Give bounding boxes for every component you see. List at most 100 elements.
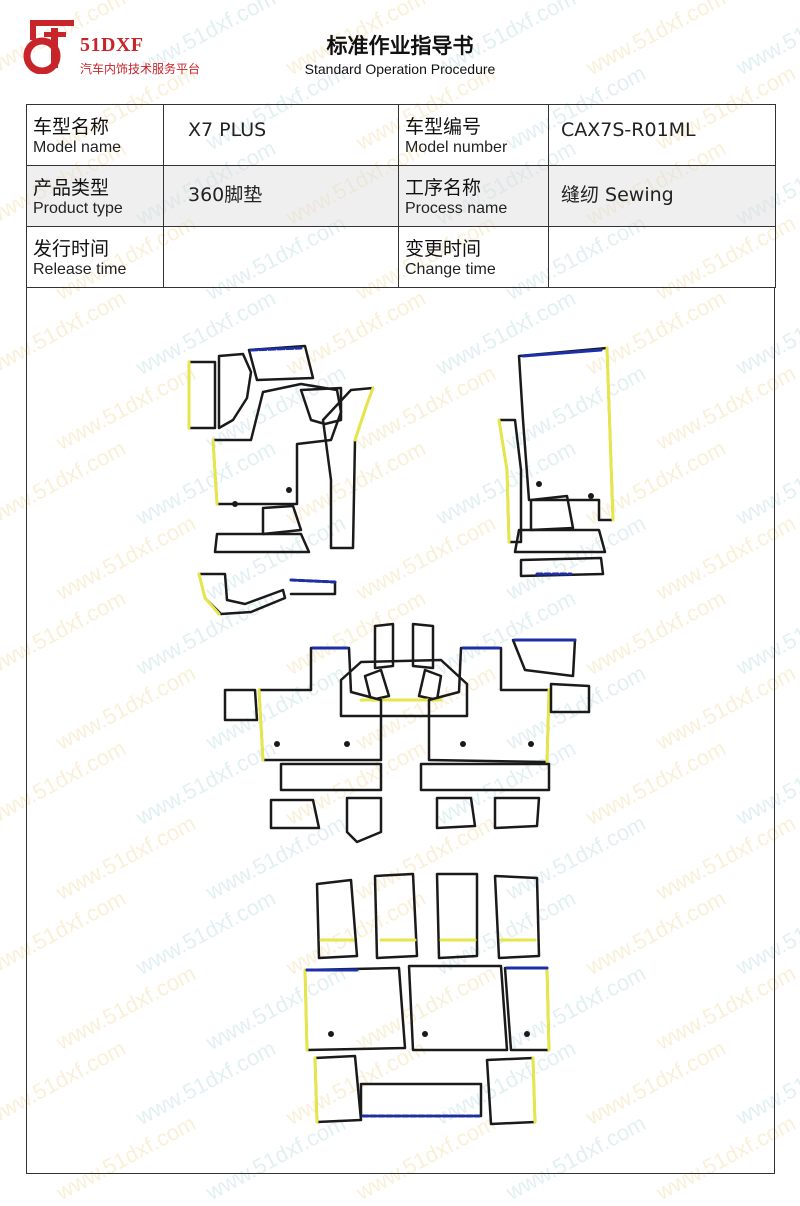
mat-piece <box>247 344 315 382</box>
model-number-label-en: Model number <box>405 139 508 156</box>
marker-dot <box>274 741 280 747</box>
model-number-label-cn: 车型编号 <box>405 116 482 138</box>
mat-piece <box>313 1054 363 1124</box>
pattern-group-front-right <box>497 346 615 578</box>
change-time-value-cell <box>548 226 776 288</box>
marker-dot <box>524 1031 530 1037</box>
edge-blue <box>249 346 303 352</box>
mat-piece <box>493 874 541 960</box>
marker-dot <box>460 741 466 747</box>
mat-piece <box>261 504 303 536</box>
mat-piece <box>339 658 469 718</box>
process-name-value-cell: 缝纫 Sewing <box>548 165 776 227</box>
document-title: 标准作业指导书 <box>326 34 474 58</box>
edge-yellow <box>303 968 309 1052</box>
mat-piece <box>407 964 509 1052</box>
marker-dot <box>528 741 534 747</box>
mat-piece <box>419 762 551 792</box>
marker-dot <box>422 1031 428 1037</box>
edge-yellow <box>197 572 221 616</box>
mat-piece <box>435 872 479 960</box>
edge-yellow <box>545 966 551 1052</box>
mat-piece <box>411 622 435 670</box>
product-type-label-cell: 产品类型 Product type <box>26 165 164 227</box>
mat-piece <box>223 688 259 722</box>
mat-piece <box>303 966 407 1052</box>
mat-piece <box>345 796 383 844</box>
change-time-label-cell: 变更时间 Change time <box>398 226 549 288</box>
edge-yellow <box>497 418 511 544</box>
marker-dot <box>286 487 292 493</box>
mat-piece <box>257 646 383 762</box>
model-number-value-cell: CAX7S-R01ML <box>548 104 776 166</box>
info-table: 车型名称 Model name X7 PLUS 车型编号 Model numbe… <box>26 104 776 288</box>
mat-piece <box>511 638 577 678</box>
edge-yellow <box>313 1056 319 1124</box>
product-type-label-en: Product type <box>33 200 123 217</box>
marker-dot <box>588 493 594 499</box>
edge-yellow <box>353 386 375 442</box>
release-time-value-cell <box>163 226 399 288</box>
model-name-value-cell: X7 PLUS <box>163 104 399 166</box>
edge-blue <box>521 348 603 358</box>
mat-piece <box>373 872 419 960</box>
edge-yellow <box>531 1056 537 1124</box>
mat-piece <box>493 796 541 830</box>
edge-yellow <box>257 688 265 762</box>
mat-piece <box>187 360 217 430</box>
pattern-group-front-left <box>187 344 375 616</box>
process-name-label-cn: 工序名称 <box>405 177 482 199</box>
process-name-label-cell: 工序名称 Process name <box>398 165 549 227</box>
product-type-value: 360脚垫 <box>188 184 263 206</box>
pattern-group-second-row <box>223 622 591 844</box>
model-name-value: X7 PLUS <box>188 119 267 141</box>
mat-piece <box>529 494 575 532</box>
mat-piece <box>217 352 253 430</box>
model-name-label-en: Model name <box>33 139 122 156</box>
mat-piece <box>269 798 321 830</box>
mat-piece <box>359 1082 483 1118</box>
mat-piece <box>519 556 605 578</box>
mat-piece <box>373 622 395 670</box>
edge-blue <box>289 578 337 584</box>
brand-name: 51DXF <box>80 34 144 56</box>
pattern-drawing-area <box>26 287 775 1174</box>
pattern-group-third-row <box>303 872 551 1126</box>
info-row-product: 产品类型 Product type 360脚垫 工序名称 Process nam… <box>26 165 776 227</box>
model-name-label-cell: 车型名称 Model name <box>26 104 164 166</box>
process-name-value: 缝纫 Sewing <box>561 184 674 206</box>
mat-piece <box>417 668 443 702</box>
marker-dot <box>344 741 350 747</box>
edge-yellow <box>211 438 219 506</box>
info-row-time: 发行时间 Release time 变更时间 Change time <box>26 226 776 288</box>
change-time-label-cn: 变更时间 <box>405 238 482 260</box>
mat-piece <box>279 762 383 792</box>
floor-mat-pattern-drawing <box>187 344 615 1126</box>
edge-yellow <box>605 346 615 522</box>
mat-piece <box>513 528 607 554</box>
mat-piece <box>549 682 591 714</box>
mat-piece <box>485 1056 537 1126</box>
document-subtitle: Standard Operation Procedure <box>304 61 496 77</box>
mat-piece <box>503 966 551 1052</box>
model-number-value: CAX7S-R01ML <box>561 119 696 141</box>
brand-logo <box>22 18 82 75</box>
change-time-value <box>549 227 775 241</box>
mat-piece <box>517 346 615 522</box>
release-time-value <box>164 227 398 241</box>
release-time-label-cell: 发行时间 Release time <box>26 226 164 288</box>
marker-dot <box>232 501 238 507</box>
info-row-model: 车型名称 Model name X7 PLUS 车型编号 Model numbe… <box>26 104 776 166</box>
mat-piece <box>363 668 391 702</box>
model-number-label-cell: 车型编号 Model number <box>398 104 549 166</box>
product-type-value-cell: 360脚垫 <box>163 165 399 227</box>
mat-piece <box>211 382 343 506</box>
product-type-label-cn: 产品类型 <box>33 177 110 199</box>
process-name-label-en: Process name <box>405 200 508 217</box>
mat-piece <box>213 532 311 554</box>
marker-dot <box>328 1031 334 1037</box>
brand-tagline: 汽车内饰技术服务平台 <box>80 62 201 76</box>
release-time-label-en: Release time <box>33 261 127 278</box>
mat-piece <box>299 386 343 426</box>
edge-yellow <box>545 688 551 764</box>
